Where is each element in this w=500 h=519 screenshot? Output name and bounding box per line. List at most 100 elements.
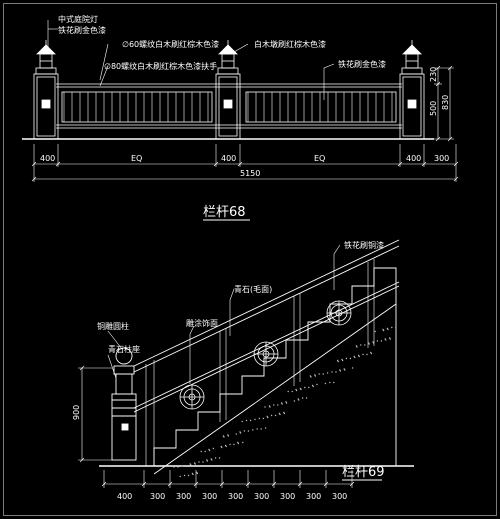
callout-stone: 青石(毛面) <box>234 284 272 294</box>
dim-bottom-3: 400 <box>221 154 236 163</box>
hatch-dot <box>242 441 244 444</box>
hatch-dot <box>200 450 202 453</box>
hatch-dot <box>345 357 348 360</box>
dim-stair-height: 900 <box>72 405 81 420</box>
dims-bottom-top <box>31 144 459 182</box>
hatch-dot <box>258 417 261 420</box>
dim-right-2: 500 <box>429 101 438 116</box>
stair-balusters <box>145 259 375 466</box>
hatch-dot <box>173 466 175 468</box>
ornament-icon <box>253 341 279 367</box>
hatch-dot <box>245 419 248 422</box>
hatch-dot <box>254 418 256 421</box>
dim-bottom-2: EQ <box>131 154 142 163</box>
callout-lamp: 中式庭院灯 <box>58 14 98 24</box>
hatch-dot <box>193 462 196 464</box>
callout-white-wood: 白木墩刷红棕木色漆 <box>254 39 326 49</box>
hatch-dot <box>309 375 312 377</box>
hatch-dot <box>372 341 374 343</box>
hatch-dot <box>224 444 227 447</box>
hatch-dot <box>362 353 364 356</box>
hatch-dot <box>301 397 304 399</box>
hatch-dot <box>218 457 221 459</box>
hatch-dot <box>357 354 360 357</box>
hatch-dot <box>214 457 217 459</box>
stair-steps <box>153 267 397 475</box>
hatch-dot <box>311 384 314 387</box>
dims-right-top <box>434 65 454 142</box>
hatch-dot <box>324 382 327 385</box>
callout-pipe80: ∅80螺纹白木刷红棕木色漆扶手 <box>104 61 217 71</box>
hatch-dot <box>351 367 354 369</box>
dim-right-3: 830 <box>441 95 450 110</box>
hatch-dot <box>202 461 204 463</box>
top-elevation <box>22 83 434 140</box>
hatch-dot <box>367 342 370 344</box>
hatch-dot <box>256 428 258 430</box>
hatch-dot <box>262 417 265 420</box>
hatch-dot <box>208 448 210 451</box>
callout-copper-post: 铜雕圆柱 <box>97 321 129 331</box>
hatch-dot <box>341 358 343 361</box>
hatch-dot <box>349 357 352 360</box>
callout-pipe60: ∅60螺纹白木刷红棕木色漆 <box>122 39 219 49</box>
hatch-dot <box>273 404 275 406</box>
hatch-dot <box>355 345 358 347</box>
dim-stair-bottom: 300 <box>228 492 243 501</box>
hatch-dot <box>237 441 239 444</box>
hatch-dot <box>278 412 281 415</box>
hatch-dot <box>316 383 318 386</box>
hatch-dot <box>339 369 341 371</box>
hatch-dot <box>295 388 297 391</box>
hatch-dot <box>177 466 179 468</box>
hatch-dot <box>249 419 252 422</box>
dim-stair-bottom: 300 <box>332 492 347 501</box>
lamp-icon <box>402 40 422 69</box>
post-left <box>33 67 59 140</box>
hatch-dot <box>384 338 386 340</box>
dim-stair-bottom: 300 <box>150 492 165 501</box>
title-68: 栏杆68 <box>203 205 246 220</box>
hatch-dot <box>247 430 250 432</box>
balusters-top <box>63 92 393 122</box>
hatch-dot <box>376 340 379 342</box>
leaders-stair <box>107 244 341 384</box>
newel-post <box>111 347 137 461</box>
hatch-dot <box>210 458 212 460</box>
dim-stair-bottom: 300 <box>176 492 191 501</box>
dim-stair-bottom: 400 <box>117 492 132 501</box>
dim-stair-bottom: 300 <box>202 492 217 501</box>
leaders-top <box>47 20 335 100</box>
hatch-dot <box>305 397 308 399</box>
hatch-dot <box>291 390 293 393</box>
hatch-dot <box>335 371 337 373</box>
cad-drawing: 中式庭院灯 铁花刷金色漆 ∅60螺纹白木刷红棕木色漆 ∅80螺纹白木刷红棕木色漆… <box>22 14 459 501</box>
hatch-dot <box>206 459 208 461</box>
cad-viewport: 中式庭院灯 铁花刷金色漆 ∅60螺纹白木刷红棕木色漆 ∅80螺纹白木刷红棕木色漆… <box>3 3 497 516</box>
hatch-dot <box>287 390 289 393</box>
dim-bottom-1: 400 <box>40 154 55 163</box>
hatch-dot <box>343 368 345 370</box>
hatch-dot <box>268 405 271 407</box>
hatch-dot <box>293 400 296 402</box>
dim-bottom-5: 400 <box>406 154 421 163</box>
callout-decor: 雕涂饰面 <box>186 318 218 328</box>
hatch-dot <box>181 465 184 467</box>
hatch-dot <box>329 381 331 384</box>
hatch-dot <box>264 427 267 429</box>
hatch-dot <box>233 443 235 446</box>
hatch-dot <box>370 351 372 354</box>
hatch-dot <box>243 430 246 432</box>
hatch-dot <box>374 330 376 333</box>
hatch-dot <box>322 373 324 375</box>
hatch-dot <box>314 374 316 376</box>
hatch-dot <box>331 371 333 373</box>
dims-bottom-stair <box>101 470 355 488</box>
lamp-icon <box>36 40 56 69</box>
dim-stair-bottom: 300 <box>306 492 321 501</box>
hatch-dot <box>274 414 277 417</box>
hatch-dot <box>227 434 229 436</box>
hatch-dot <box>386 327 389 330</box>
